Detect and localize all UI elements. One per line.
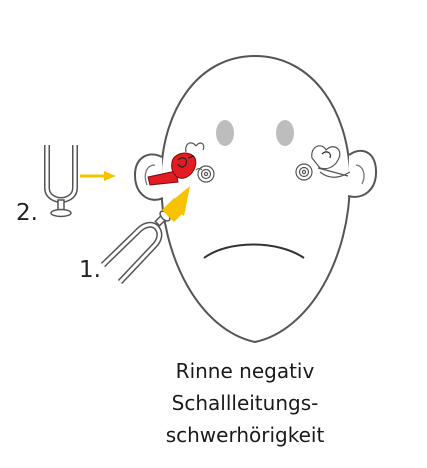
caption-hearing-loss-type-line2: schwerhörigkeit [165,423,325,447]
tuning-fork-icon-step1 [100,210,171,285]
arrow-icon-bone-conduction [162,186,190,222]
tuning-fork-icon-step2 [44,145,78,218]
right-cochlea-icon [295,145,351,181]
right-eye [276,120,294,146]
frowning-mouth [203,243,305,259]
caption-rinne-result: Rinne negativ [175,359,315,383]
caption-hearing-loss-type-line1: Schallleitungs- [171,391,319,415]
arrow-icon-air-conduction [80,171,116,181]
step-1-label: 1. [79,257,101,283]
head-outline [159,54,352,344]
right-ear-icon [347,150,378,198]
step-2-label: 2. [16,200,38,226]
affected-middle-ear [147,152,197,186]
left-cochlea-icon [185,142,215,183]
left-eye [216,120,234,146]
